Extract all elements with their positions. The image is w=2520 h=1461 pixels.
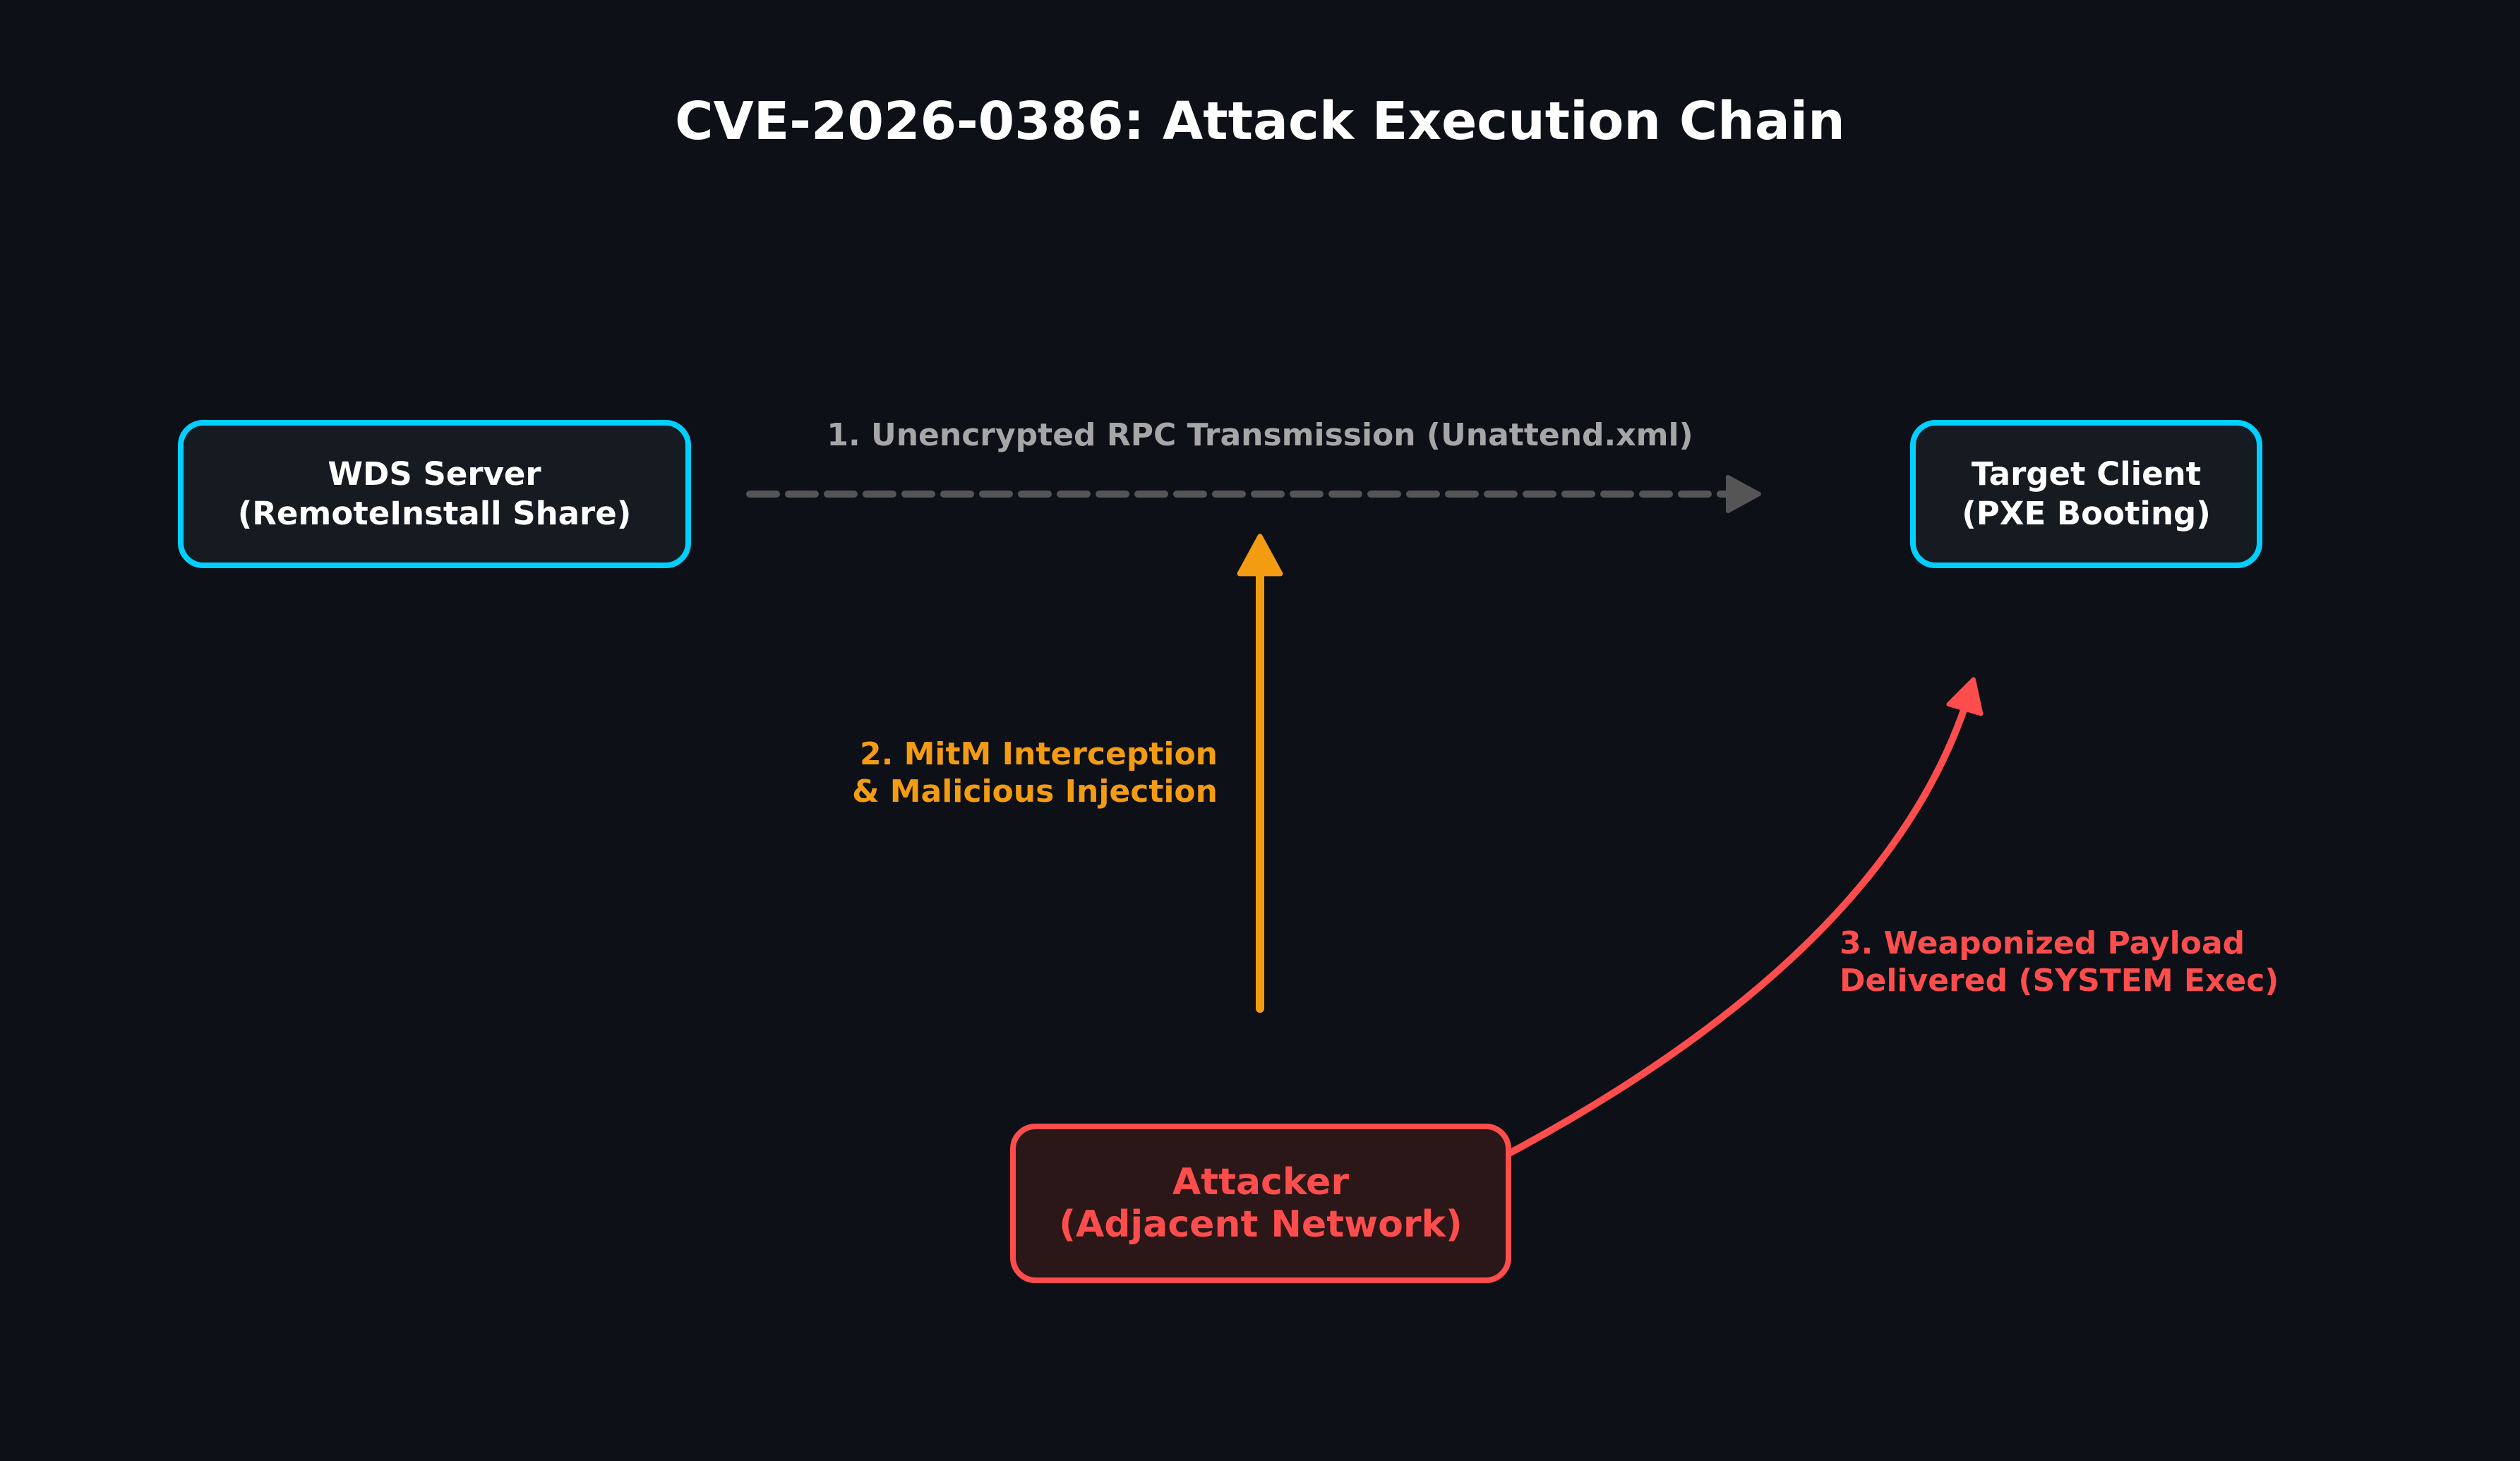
target-client-node: Target Client (PXE Booting): [1910, 420, 2262, 568]
step2-label-line2: & Malicious Injection: [852, 774, 1218, 810]
step1-label: 1. Unencrypted RPC Transmission (Unatten…: [827, 417, 1693, 453]
payload-arrow: [1507, 677, 1984, 1156]
wds-server-detail: (RemoteInstall Share): [237, 495, 632, 532]
step3-label: 3. Weaponized Payload Delivered (SYSTEM …: [1840, 925, 2279, 999]
target-client-name: Target Client: [1971, 455, 2202, 493]
attacker-node: Attacker (Adjacent Network): [1010, 1124, 1511, 1283]
step3-label-line2: Delivered (SYSTEM Exec): [1840, 963, 2279, 999]
attacker-name: Attacker: [1172, 1161, 1349, 1203]
step2-label-line1: 2. MitM Interception: [859, 736, 1218, 772]
step2-label: 2. MitM Interception & Malicious Injecti…: [852, 735, 1218, 810]
attacker-detail: (Adjacent Network): [1059, 1203, 1463, 1246]
wds-server-node: WDS Server (RemoteInstall Share): [178, 420, 691, 568]
wds-server-name: WDS Server: [328, 455, 541, 493]
step3-label-line1: 3. Weaponized Payload: [1840, 925, 2245, 961]
target-client-detail: (PXE Booting): [1962, 495, 2211, 532]
diagram-title: CVE-2026-0386: Attack Execution Chain: [675, 91, 1845, 152]
